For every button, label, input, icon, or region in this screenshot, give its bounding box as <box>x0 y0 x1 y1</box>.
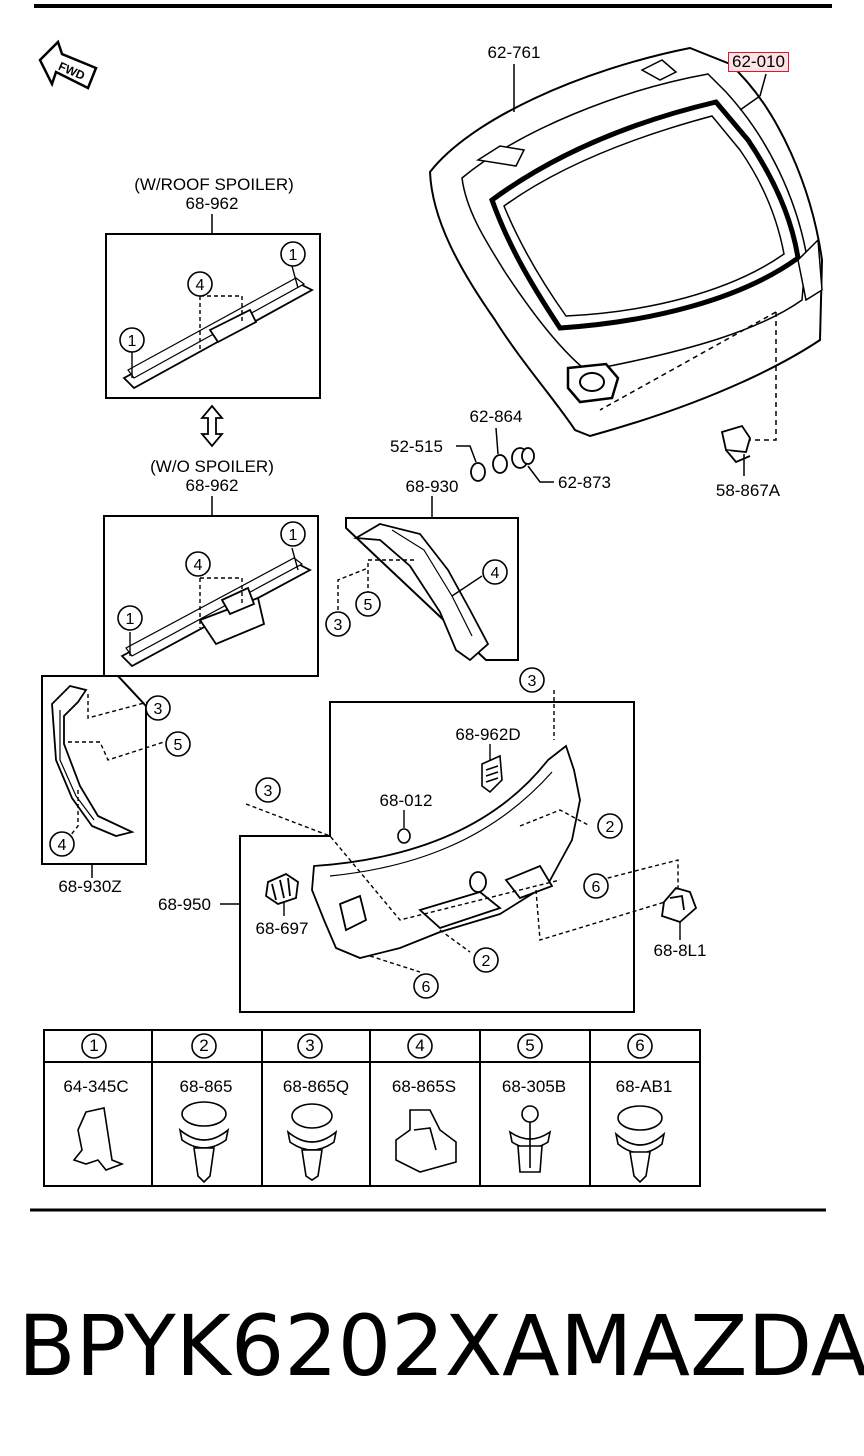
label-backdoor-highlight[interactable]: 62-010 <box>728 52 789 72</box>
footer-brand: MAZDA <box>560 1297 864 1395</box>
svg-text:2: 2 <box>606 819 615 836</box>
fastener-number-5: 5 <box>525 1036 535 1055</box>
fastener-number-3: 3 <box>305 1036 315 1055</box>
label-handle-cover: 68-962D <box>455 725 521 744</box>
svg-text:5: 5 <box>174 737 183 754</box>
svg-text:4: 4 <box>196 277 205 294</box>
fastener-part-2: 68-865 <box>179 1077 233 1096</box>
label-with-spoiler-note: (W/ROOF SPOILER) <box>134 175 294 194</box>
fastener-part-6: 68-AB1 <box>615 1077 673 1096</box>
label-cap: 68-012 <box>379 791 433 810</box>
label-grommet: 62-873 <box>558 473 611 492</box>
svg-text:1: 1 <box>289 247 298 264</box>
lower-trim-panel <box>311 744 581 959</box>
svg-text:5: 5 <box>364 597 373 614</box>
footer-part-number: BPYK6202XA <box>18 1297 560 1395</box>
pull-handle-part <box>265 872 299 905</box>
swap-arrow-icon <box>200 404 224 448</box>
svg-text:3: 3 <box>264 783 273 800</box>
label-pull-handle: 68-697 <box>255 919 309 938</box>
svg-text:3: 3 <box>154 701 163 718</box>
svg-text:6: 6 <box>592 879 601 896</box>
label-with-spoiler-part: 68-962 <box>185 194 239 213</box>
reference-circle-numbers: 1 4 1 1 4 1 4 5 3 3 5 4 3 3 2 6 2 6 <box>58 247 615 996</box>
fwd-arrow-icon <box>38 39 98 90</box>
fastener-number-2: 2 <box>199 1036 209 1055</box>
clip-box-part <box>661 886 698 924</box>
side-trim-panel <box>51 685 135 837</box>
label-backdoor: 62-761 <box>487 43 541 62</box>
upper-trim-panel <box>353 523 490 662</box>
push-rivet-q-icon <box>286 1103 338 1181</box>
cap-part <box>397 828 411 844</box>
svg-text:4: 4 <box>491 565 500 582</box>
seal-parts <box>470 447 535 482</box>
label-without-spoiler-note: (W/O SPOILER) <box>150 457 274 476</box>
liftgate-drawing <box>428 46 824 438</box>
panel-clip-icon <box>395 1109 457 1173</box>
fastener-number-circles <box>81 1033 653 1059</box>
svg-text:4: 4 <box>194 557 203 574</box>
fastener-table-grid <box>43 1029 701 1187</box>
svg-text:3: 3 <box>528 673 537 690</box>
fastener-part-4: 68-865S <box>391 1077 457 1096</box>
spoiler-garnish-without-spoiler <box>120 557 312 668</box>
handle-cover-part <box>481 754 503 794</box>
label-seal-small: 62-864 <box>469 407 523 426</box>
fastener-number-4: 4 <box>415 1036 425 1055</box>
trim-clip-icon <box>614 1105 666 1184</box>
fastener-part-5: 68-305B <box>501 1077 567 1096</box>
label-bracket: 58-867A <box>715 481 781 500</box>
svg-text:4: 4 <box>58 837 67 854</box>
reference-circles <box>49 241 623 999</box>
label-upper-trim: 68-930 <box>405 477 459 496</box>
fastener-part-1: 64-345C <box>63 1077 129 1096</box>
spoiler-garnish-with-spoiler <box>122 277 314 390</box>
label-clip-box: 68-8L1 <box>653 941 707 960</box>
expansion-rivet-icon <box>508 1105 552 1173</box>
label-seal-cap: 52-515 <box>390 437 443 456</box>
label-without-spoiler-part: 68-962 <box>185 476 239 495</box>
svg-text:6: 6 <box>422 979 431 996</box>
fastener-part-3: 68-865Q <box>282 1077 350 1096</box>
svg-text:2: 2 <box>482 953 491 970</box>
label-lower-trim: 68-950 <box>158 895 211 914</box>
bracket-icon <box>720 424 751 464</box>
spring-clip-icon <box>72 1107 125 1171</box>
fastener-number-6: 6 <box>635 1036 645 1055</box>
fastener-number-1: 1 <box>89 1036 99 1055</box>
push-rivet-icon <box>178 1101 230 1184</box>
label-side-trim: 68-930Z <box>58 877 122 896</box>
svg-text:1: 1 <box>128 333 137 350</box>
svg-text:3: 3 <box>334 617 343 634</box>
svg-text:1: 1 <box>289 527 298 544</box>
svg-text:1: 1 <box>126 611 135 628</box>
